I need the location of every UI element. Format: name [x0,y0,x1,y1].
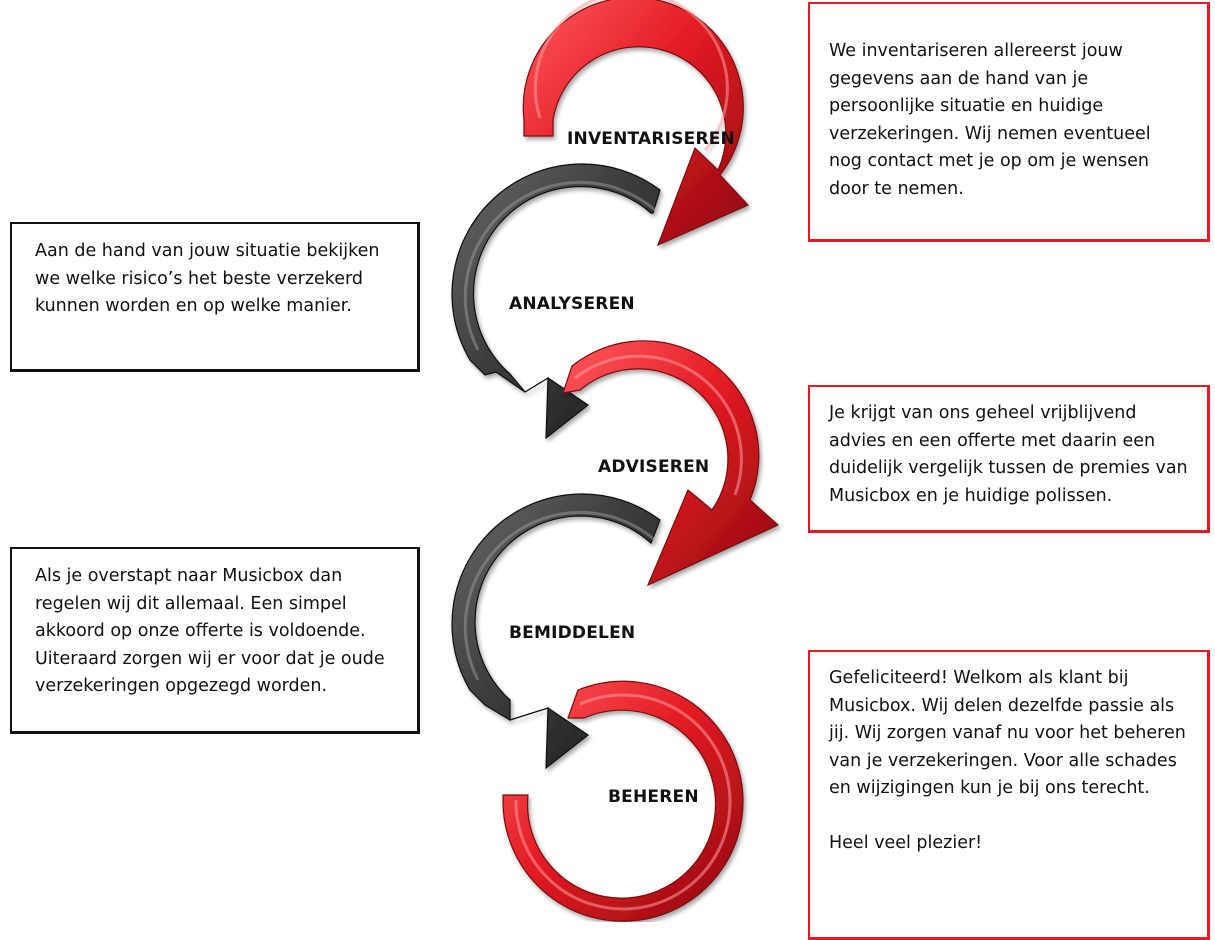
step-label-inventariseren: INVENTARISEREN [567,129,735,149]
description-text-adviseren: Je krijgt van ons geheel vrijblijvend ad… [829,403,1188,506]
description-box-adviseren: Je krijgt van ons geheel vrijblijvend ad… [808,385,1210,533]
description-box-analyseren: Aan de hand van jouw situatie bekijken w… [10,222,420,372]
step-label-analyseren: ANALYSEREN [509,294,635,314]
step-label-beheren: BEHEREN [608,787,699,807]
description-box-bemiddelen: Als je overstapt naar Musicbox dan regel… [10,547,420,734]
description-text-analyseren: Aan de hand van jouw situatie bekijken w… [35,241,380,316]
description-box-beheren: Gefeliciteerd! Welkom als klant bij Musi… [808,650,1210,940]
description-text-beheren: Gefeliciteerd! Welkom als klant bij Musi… [829,668,1186,798]
arrow-beheren [502,680,744,922]
arrow-analyseren [451,163,661,440]
arrow-adviseren [562,340,780,587]
step-label-adviseren: ADVISEREN [598,457,710,477]
description-closing-beheren: Heel veel plezier! [829,833,983,853]
step-label-bemiddelen: BEMIDDELEN [509,623,636,643]
description-box-inventariseren: We inventariseren allereerst jouw gegeve… [808,2,1210,242]
arrow-bemiddelen [451,493,661,770]
description-text-bemiddelen: Als je overstapt naar Musicbox dan regel… [35,566,385,696]
arrow-inventariseren [522,0,750,247]
description-text-inventariseren: We inventariseren allereerst jouw gegeve… [829,41,1151,199]
